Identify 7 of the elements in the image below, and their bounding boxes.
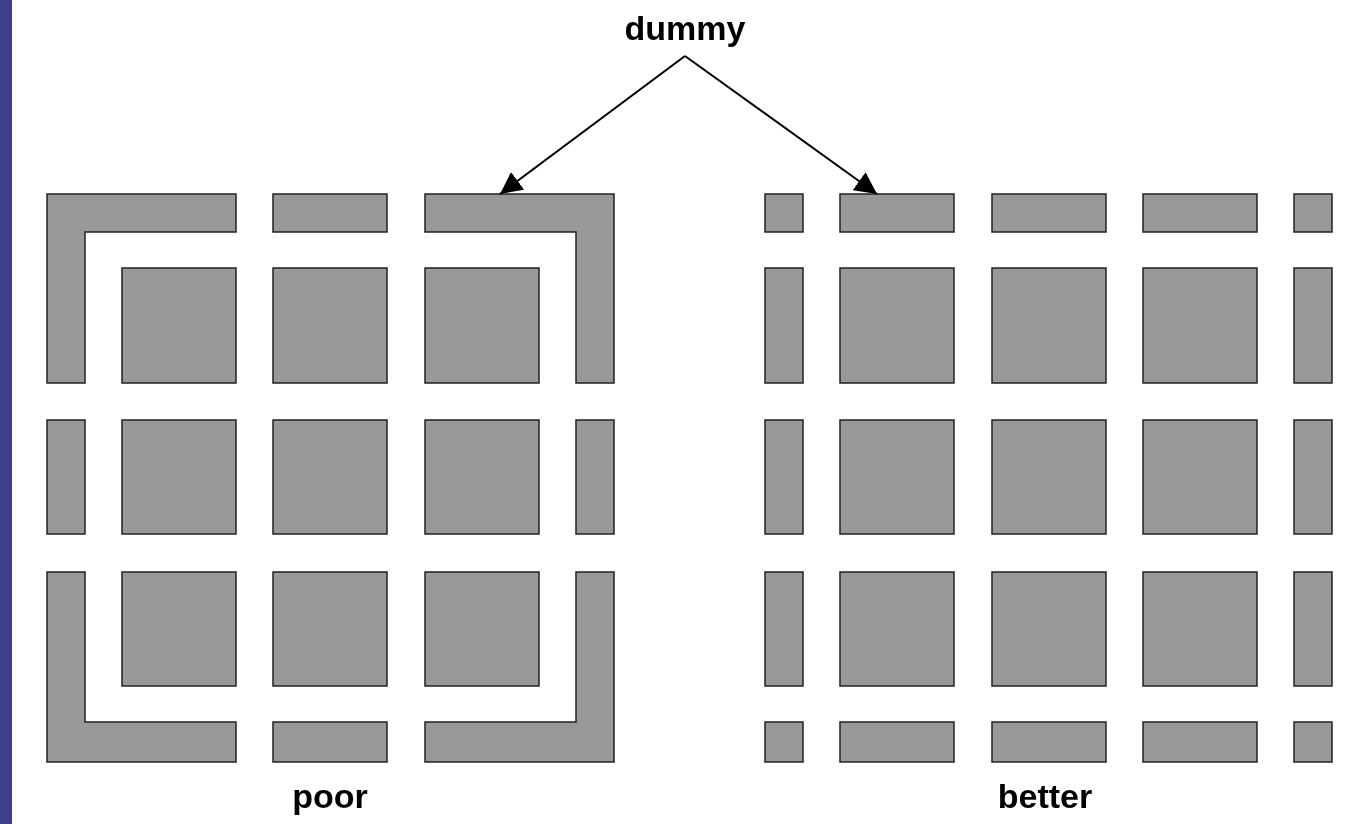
- dummy-bar: [840, 194, 954, 232]
- l-shaped-dummy-block: [425, 194, 614, 383]
- layout-caption: better: [996, 776, 1094, 816]
- callout-label: dummy: [585, 8, 785, 52]
- leader-arrow: [684, 55, 878, 195]
- leader-arrow: [499, 55, 686, 195]
- layout-caption: poor: [291, 776, 369, 816]
